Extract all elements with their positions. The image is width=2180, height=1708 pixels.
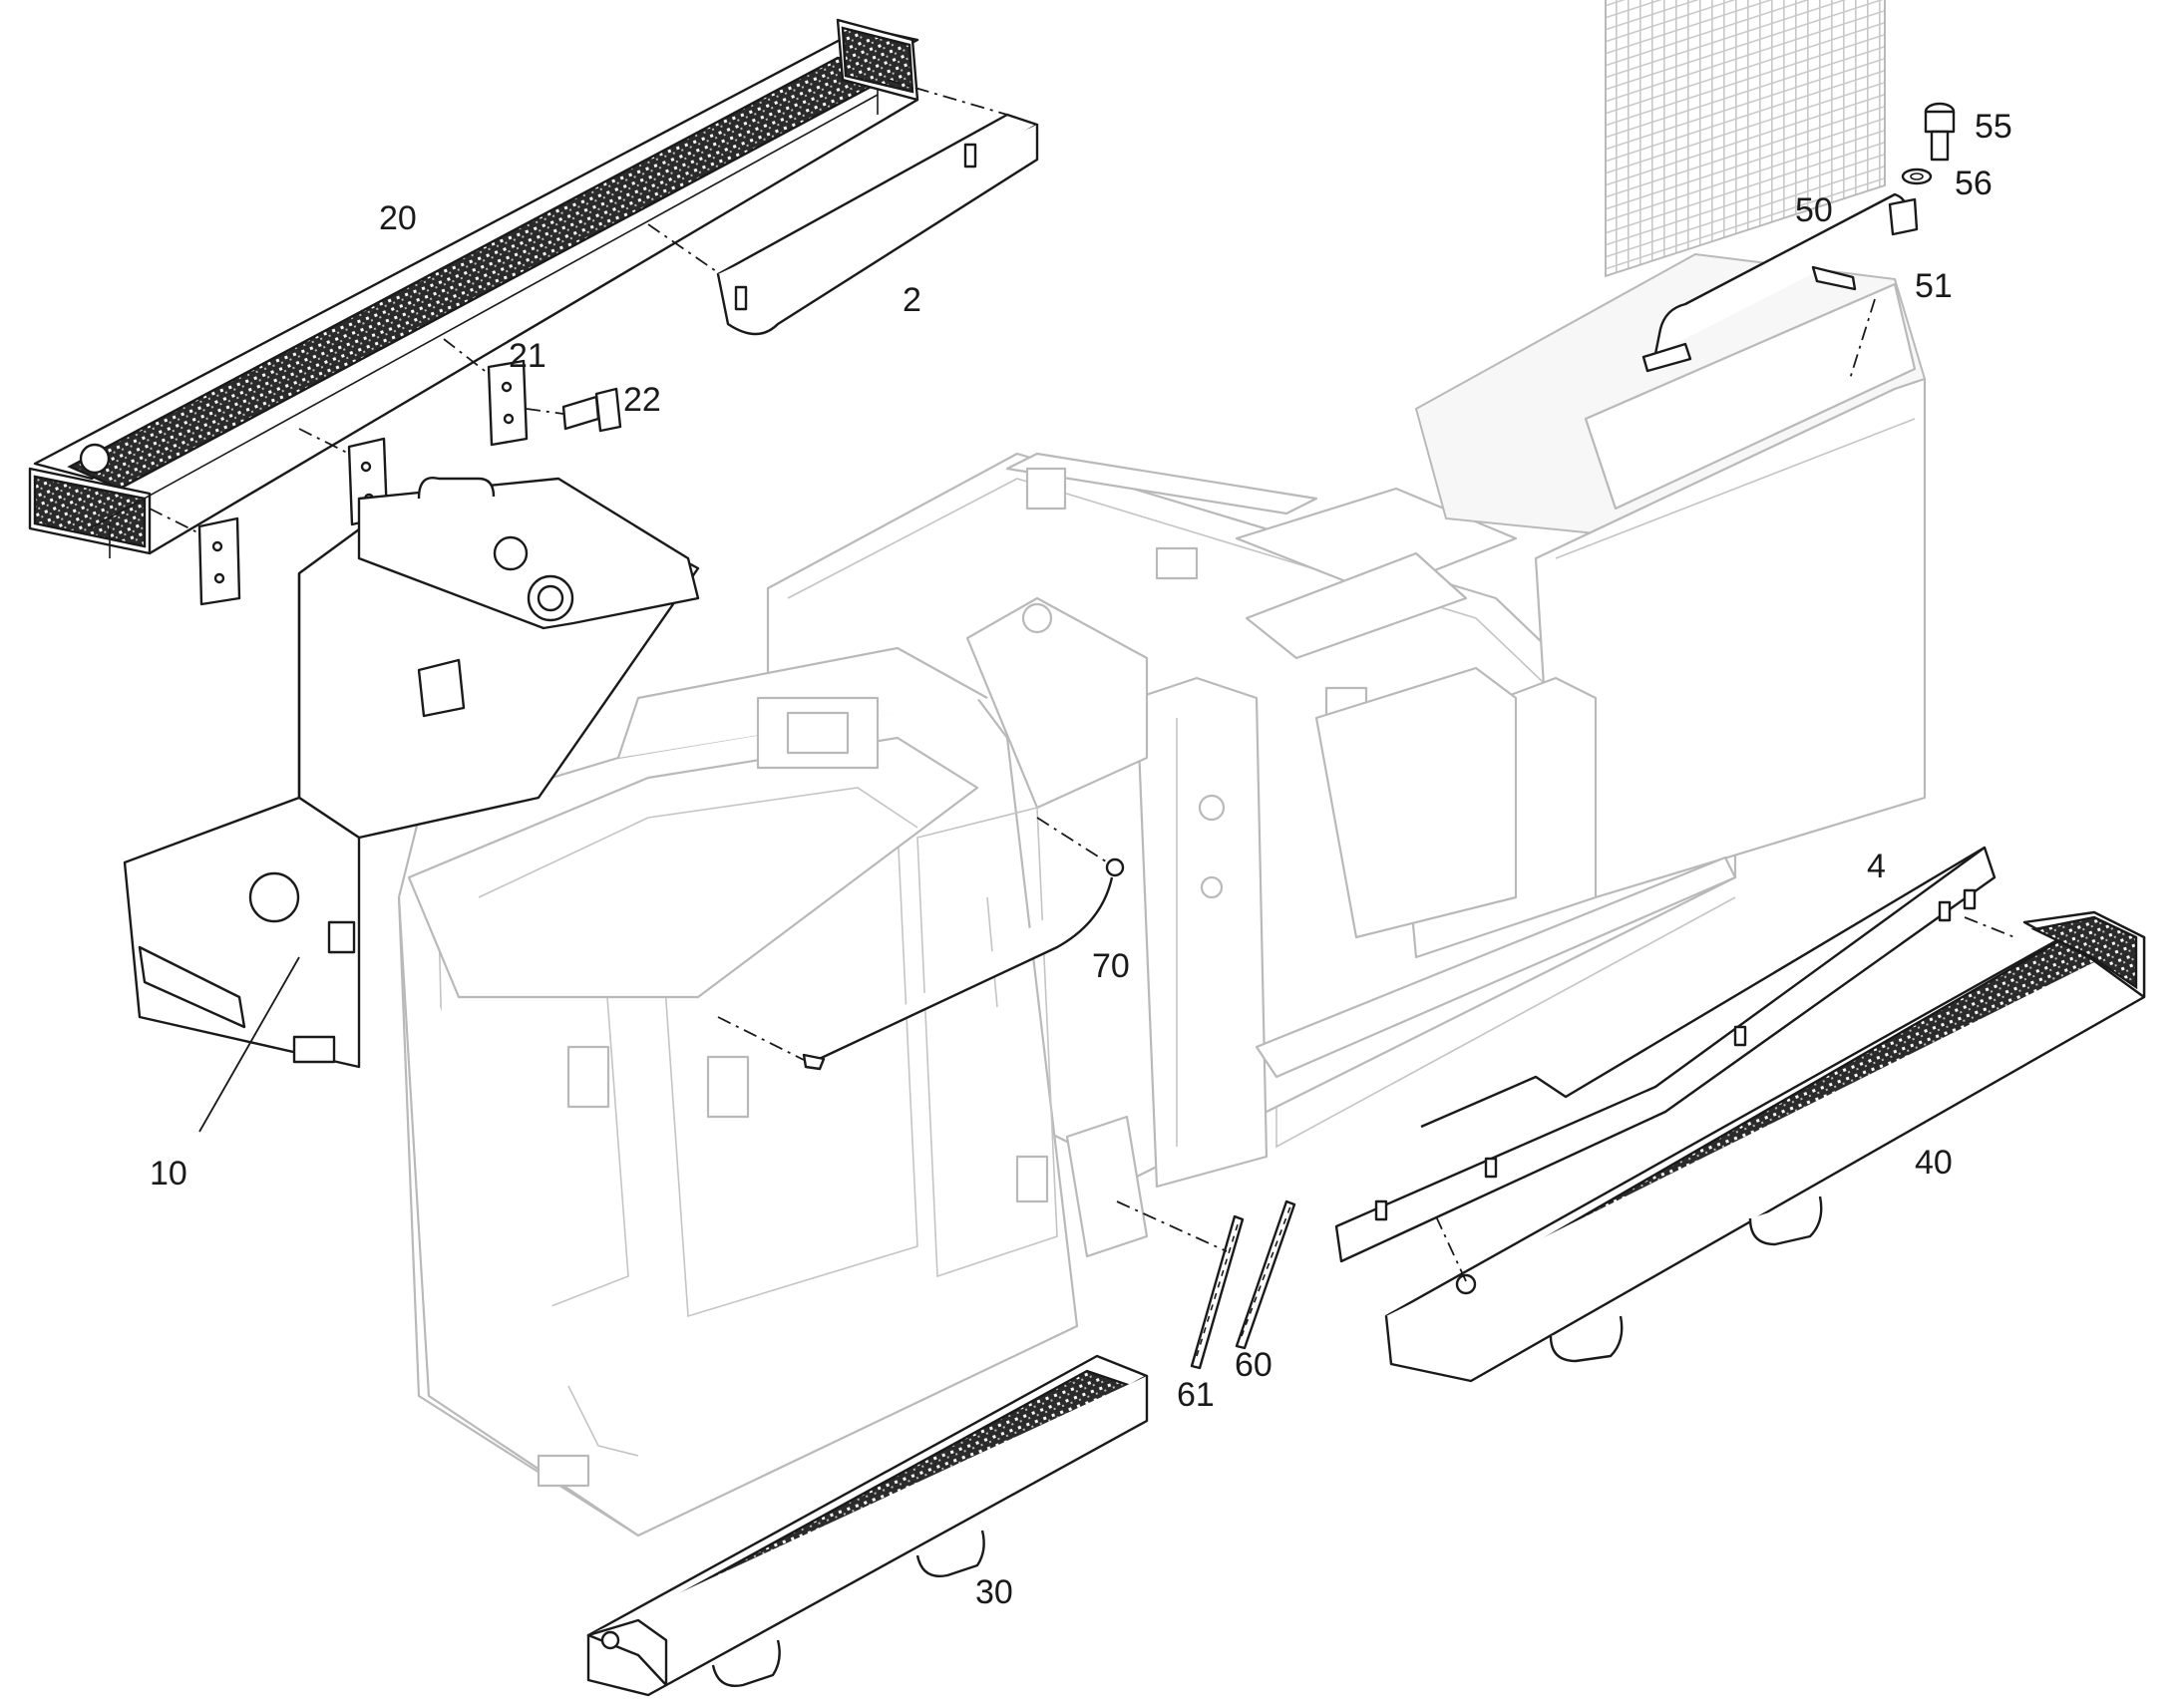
callout-2: 2 xyxy=(903,281,921,319)
callout-4: 4 xyxy=(1867,848,1886,885)
part-61-strip xyxy=(1190,1214,1245,1370)
callout-70: 70 xyxy=(1092,947,1130,985)
callout-30: 30 xyxy=(975,1573,1013,1611)
part-60-strip xyxy=(1116,1199,1296,1350)
leader-10 xyxy=(198,956,300,1133)
callout-40: 40 xyxy=(1915,1144,1953,1182)
part-10-tank-panel xyxy=(123,477,700,1069)
part-55-bolt xyxy=(1924,102,1956,162)
callout-10: 10 xyxy=(150,1155,187,1193)
part-40-step-tread xyxy=(1384,910,2146,1383)
callout-51: 51 xyxy=(1915,267,1953,305)
callout-61: 61 xyxy=(1177,1376,1215,1414)
callout-22: 22 xyxy=(623,381,661,419)
callout-56: 56 xyxy=(1955,165,1993,202)
callout-55: 55 xyxy=(1975,108,2012,146)
callout-20: 20 xyxy=(379,199,417,237)
part-4-bracket xyxy=(1334,846,2015,1263)
part-22-bolt xyxy=(526,387,622,433)
part-30-step-tread xyxy=(586,1354,1149,1697)
callouts: 20 2 21 22 10 55 56 50 51 70 4 40 61 60 … xyxy=(150,108,2012,1611)
part-51-bracket xyxy=(1811,265,1876,380)
callout-60: 60 xyxy=(1235,1346,1272,1384)
part-2-bracket xyxy=(647,79,1039,336)
part-56-washer xyxy=(1901,168,1933,185)
part-21-plates xyxy=(149,338,529,606)
callout-21: 21 xyxy=(509,337,546,375)
part-50-handrail xyxy=(1641,192,1919,373)
machine-ghost xyxy=(397,0,1927,1537)
callout-50: 50 xyxy=(1795,191,1833,229)
part-70-rod xyxy=(717,817,1125,1071)
part-20-step-tread xyxy=(28,18,919,558)
